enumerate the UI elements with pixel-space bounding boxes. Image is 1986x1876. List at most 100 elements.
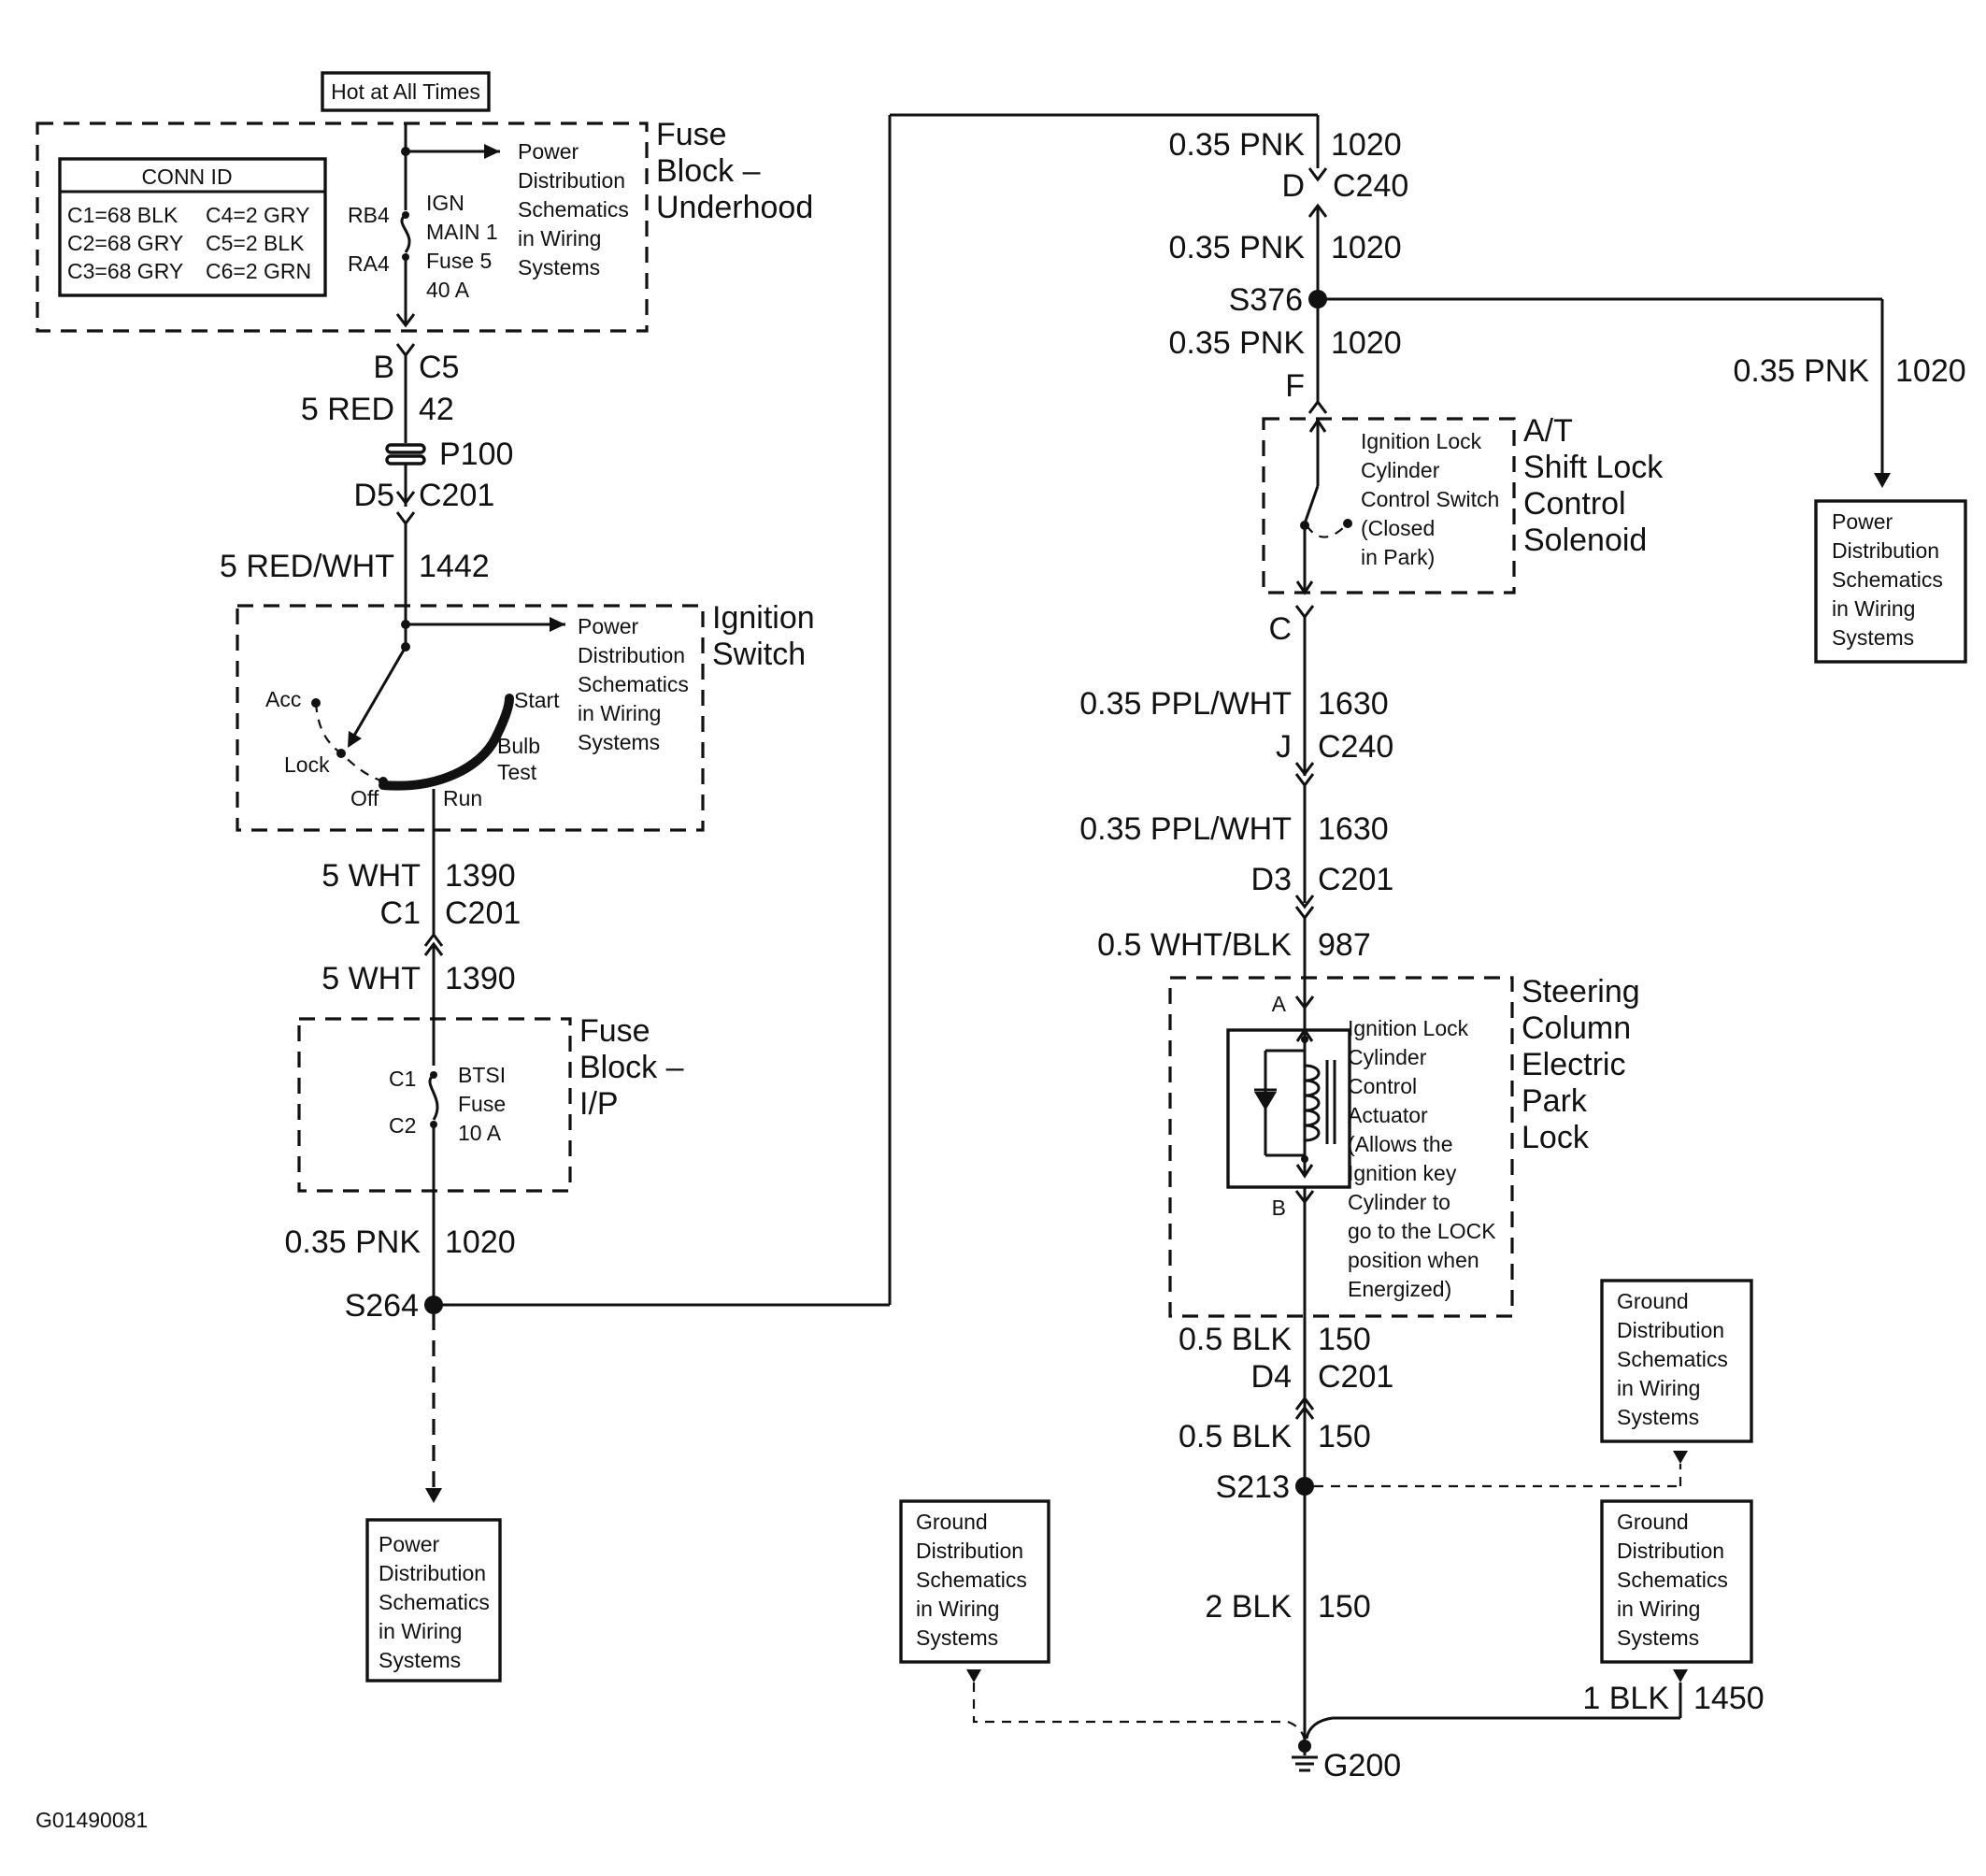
wire-circuit: 1390 (445, 961, 516, 996)
diode-icon (1254, 1092, 1277, 1110)
arrow-right-icon (550, 617, 565, 632)
arrow-down-icon (395, 313, 416, 328)
run-start-contact-arc (379, 694, 514, 791)
conn-id-row: C2=68 GRY (67, 231, 183, 255)
ground-distribution-note: Ground Distribution Schematics in Wiring… (1617, 1510, 1734, 1650)
ground-arrow-icon (966, 1669, 981, 1683)
wire-gauge: 0.35 PNK (1168, 230, 1305, 265)
connector-icon (1294, 1396, 1315, 1411)
wire-circuit: 1020 (1331, 127, 1402, 163)
conn-id-row: C6=2 GRN (206, 259, 311, 283)
wire-circuit: 1390 (445, 858, 516, 894)
ground-symbol-icon (1292, 1740, 1318, 1772)
arrow-down-icon (1295, 580, 1314, 595)
switch-arm (350, 646, 407, 741)
ground-label: G200 (1323, 1748, 1401, 1783)
pin-label: J (1276, 729, 1292, 765)
passthrough-label: P100 (439, 437, 513, 472)
connector-label: C201 (1318, 1359, 1393, 1395)
power-distribution-note: Power Distribution Schematics in Wiring … (379, 1532, 495, 1672)
terminal-label: RA4 (348, 251, 390, 276)
wire-circuit: 150 (1318, 1419, 1371, 1454)
switch-position-label: Bulb (497, 734, 540, 758)
wire-circuit: 987 (1318, 927, 1371, 963)
wire-gauge: 0.35 PNK (284, 1224, 421, 1260)
switch-position-label: Lock (284, 752, 330, 777)
fuse-block-ip-title: Fuse Block – I/P (579, 1013, 693, 1122)
hot-at-all-times-label: Hot at All Times (331, 79, 480, 104)
wire-circuit: 1020 (1331, 230, 1402, 265)
park-lock-title: Steering Column Electric Park Lock (1522, 974, 1649, 1155)
ground-distribution-box (1600, 1499, 1753, 1664)
fuse-block-underhood-outline (36, 122, 649, 333)
wire-gauge: 5 RED/WHT (220, 549, 394, 584)
wire-gauge: 0.5 BLK (1179, 1419, 1292, 1454)
connector-icon (395, 343, 416, 358)
ground-distribution-box (1600, 1279, 1753, 1443)
pin-label: D5 (354, 478, 394, 513)
connector-label: C201 (1318, 862, 1393, 897)
wire-circuit: 42 (419, 392, 454, 427)
arrow-right-icon (484, 144, 500, 159)
ground-distribution-box (899, 1499, 1050, 1664)
park-lock-outline (1168, 976, 1514, 1318)
pin-label: C (1268, 611, 1292, 647)
connector-label: C240 (1318, 729, 1393, 765)
wire-gauge: 5 WHT (321, 961, 421, 996)
switch-position-label: Acc (265, 687, 301, 711)
passthrough-icon (385, 443, 426, 465)
power-distribution-note: Power Distribution Schematics in Wiring … (578, 614, 694, 754)
switch-position-label: Test (497, 760, 537, 784)
connector-label: C201 (419, 478, 494, 513)
fuse-label: IGN MAIN 1 Fuse 5 40 A (426, 191, 504, 302)
conn-id-row: C1=68 BLK (67, 203, 179, 227)
wire-circuit: 1442 (419, 549, 490, 584)
ground-distribution-note: Ground Distribution Schematics in Wiring… (916, 1510, 1033, 1650)
ignition-switch-title: Ignition Switch (712, 600, 823, 672)
shift-lock-outline (1262, 417, 1516, 594)
connector-label: C5 (419, 350, 459, 385)
coil-icon (1304, 1064, 1321, 1142)
pin-label: B (1272, 1196, 1286, 1220)
wire-gauge: 0.35 PNK (1168, 325, 1305, 361)
acc-lock-dashed-arc (314, 702, 384, 783)
wire-circuit: 1020 (1895, 353, 1966, 389)
switch-position-label: Run (443, 786, 482, 810)
arrow-up-icon (1308, 418, 1327, 433)
ground-distribution-note: Ground Distribution Schematics in Wiring… (1617, 1289, 1734, 1429)
connector-icon (1294, 605, 1315, 620)
wire-gauge: 0.35 PPL/WHT (1079, 686, 1292, 722)
power-distribution-box (1814, 499, 1967, 664)
terminal-label: RB4 (348, 203, 390, 227)
actuator-description: Ignition Lock Cylinder Control Actuator … (1348, 1016, 1502, 1301)
splice-label: S376 (1229, 282, 1303, 318)
pin-label: D4 (1251, 1359, 1292, 1395)
wire-circuit: 1630 (1318, 811, 1389, 847)
terminal-label: C2 (389, 1113, 416, 1138)
dashed-actuator-link (1306, 523, 1349, 538)
fuse-icon (428, 1071, 439, 1128)
connector-label: C240 (1333, 168, 1408, 204)
pin-label: D3 (1251, 862, 1292, 897)
wire-circuit: 150 (1318, 1322, 1371, 1357)
ground-arrow-icon (1673, 1451, 1688, 1464)
solenoid-actuator-icon (1226, 1027, 1351, 1189)
switch-description: Ignition Lock Cylinder Control Switch (C… (1361, 429, 1506, 569)
ignition-switch-outline (236, 604, 705, 832)
figure-id: G01490081 (36, 1808, 148, 1832)
wire-gauge: 1 BLK (1582, 1681, 1669, 1716)
wire-circuit: 1020 (1331, 325, 1402, 361)
switch-arm (1303, 485, 1320, 524)
switch-position-label: Off (350, 786, 379, 810)
wire-gauge: 5 RED (301, 392, 394, 427)
power-distribution-note: Power Distribution Schematics in Wiring … (1832, 509, 1949, 650)
connector-icon (1294, 762, 1315, 777)
pin-label: C1 (380, 895, 421, 931)
hot-at-all-times-box (321, 71, 491, 112)
splice-dot (1295, 1477, 1314, 1496)
arrow-icon (348, 731, 362, 748)
ground-arrow-icon (1673, 1669, 1688, 1683)
arrow-down-icon (425, 1488, 442, 1503)
switch-position-label: Start (514, 688, 560, 712)
